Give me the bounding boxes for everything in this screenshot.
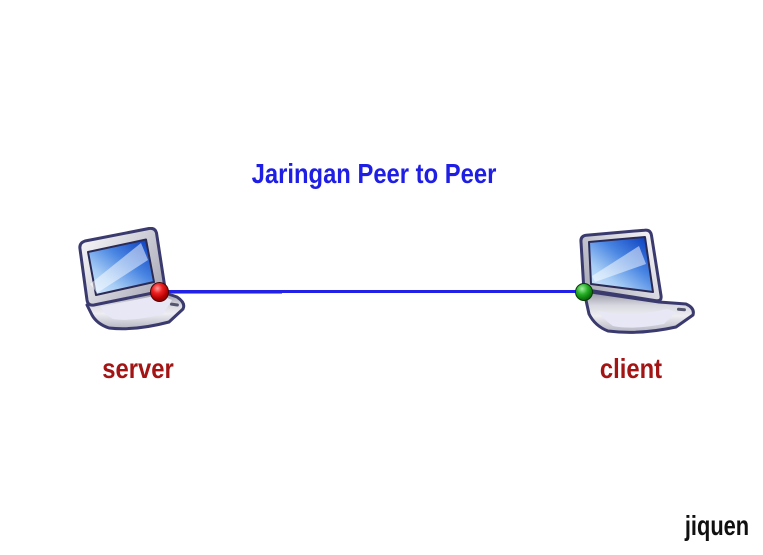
diagram-title: Jaringan Peer to Peer: [251, 158, 497, 189]
peer-link-highlight: [170, 293, 282, 294]
client-connection-dot: [575, 283, 593, 301]
credit-text: jiquen: [684, 510, 750, 541]
server-connection-dot: [150, 282, 169, 302]
peer-link-line: [162, 290, 586, 293]
client-label: client: [599, 353, 663, 384]
server-laptop-icon: [73, 226, 199, 344]
client-laptop-icon: [572, 228, 698, 345]
server-label: server: [102, 353, 174, 384]
